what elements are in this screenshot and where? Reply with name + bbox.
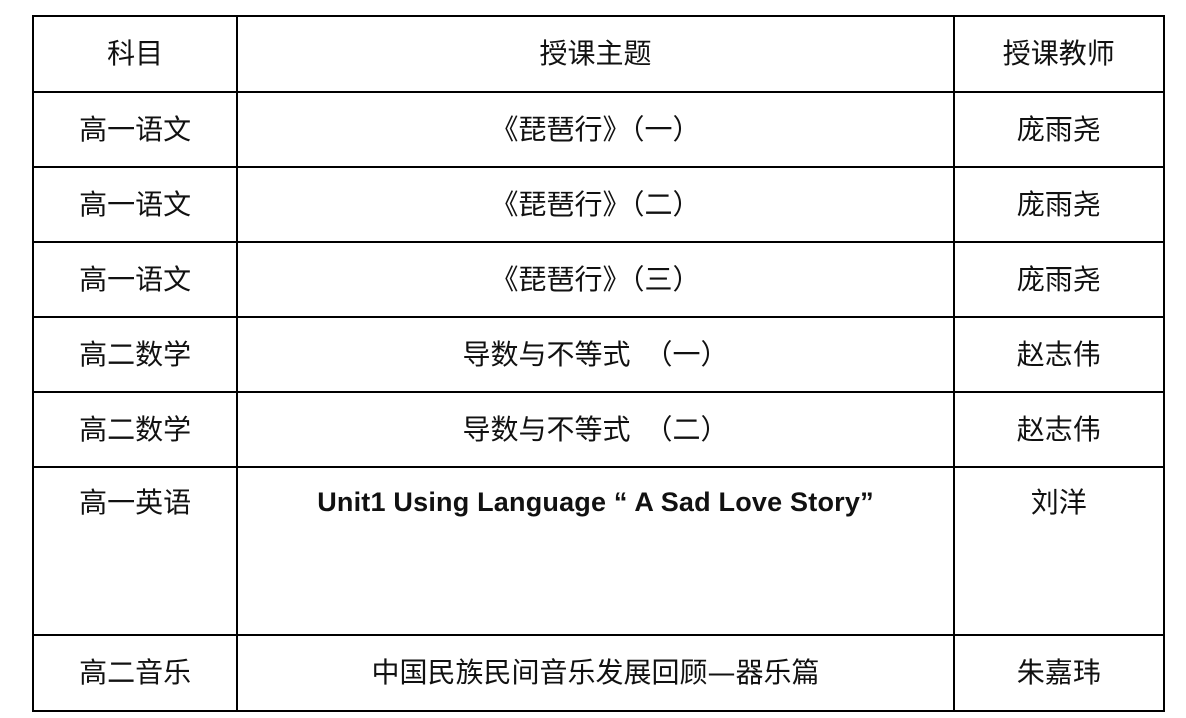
table-row: 高一英语 Unit1 Using Language “ A Sad Love S… (31, 466, 1166, 636)
cell-subject: 高一语文 (31, 241, 239, 318)
cell-topic: 导数与不等式 （二） (236, 391, 955, 468)
header-subject: 科目 (31, 15, 239, 93)
table-row: 高二音乐 中国民族民间音乐发展回顾—器乐篇 朱嘉玮 (31, 634, 1166, 712)
table-row: 高二数学 导数与不等式 （二） 赵志伟 (31, 391, 1166, 468)
table-row: 高一语文 《琵琶行》（二） 庞雨尧 (31, 166, 1166, 243)
cell-subject: 高一英语 (31, 466, 239, 636)
cell-teacher: 庞雨尧 (952, 166, 1166, 243)
cell-topic: 《琵琶行》（一） (236, 91, 955, 168)
cell-topic: Unit1 Using Language “ A Sad Love Story” (236, 466, 955, 636)
table-row: 高一语文 《琵琶行》（三） 庞雨尧 (31, 241, 1166, 318)
cell-topic: 《琵琶行》（二） (236, 166, 955, 243)
cell-subject: 高一语文 (31, 91, 239, 168)
table-header-row: 科目 授课主题 授课教师 (31, 15, 1166, 93)
cell-teacher: 刘洋 (952, 466, 1166, 636)
cell-teacher: 庞雨尧 (952, 241, 1166, 318)
cell-subject: 高二音乐 (31, 634, 239, 712)
header-teacher: 授课教师 (952, 15, 1166, 93)
cell-teacher: 庞雨尧 (952, 91, 1166, 168)
table-row: 高二数学 导数与不等式 （一） 赵志伟 (31, 316, 1166, 393)
table-row: 高一语文 《琵琶行》（一） 庞雨尧 (31, 91, 1166, 168)
cell-topic: 导数与不等式 （一） (236, 316, 955, 393)
cell-topic: 中国民族民间音乐发展回顾—器乐篇 (236, 634, 955, 712)
cell-teacher: 赵志伟 (952, 316, 1166, 393)
schedule-table: 科目 授课主题 授课教师 高一语文 《琵琶行》（一） 庞雨尧 高一语文 《琵琶行… (31, 15, 1166, 712)
cell-topic: 《琵琶行》（三） (236, 241, 955, 318)
cell-subject: 高二数学 (31, 316, 239, 393)
cell-subject: 高一语文 (31, 166, 239, 243)
cell-teacher: 赵志伟 (952, 391, 1166, 468)
cell-subject: 高二数学 (31, 391, 239, 468)
cell-teacher: 朱嘉玮 (952, 634, 1166, 712)
header-topic: 授课主题 (236, 15, 955, 93)
